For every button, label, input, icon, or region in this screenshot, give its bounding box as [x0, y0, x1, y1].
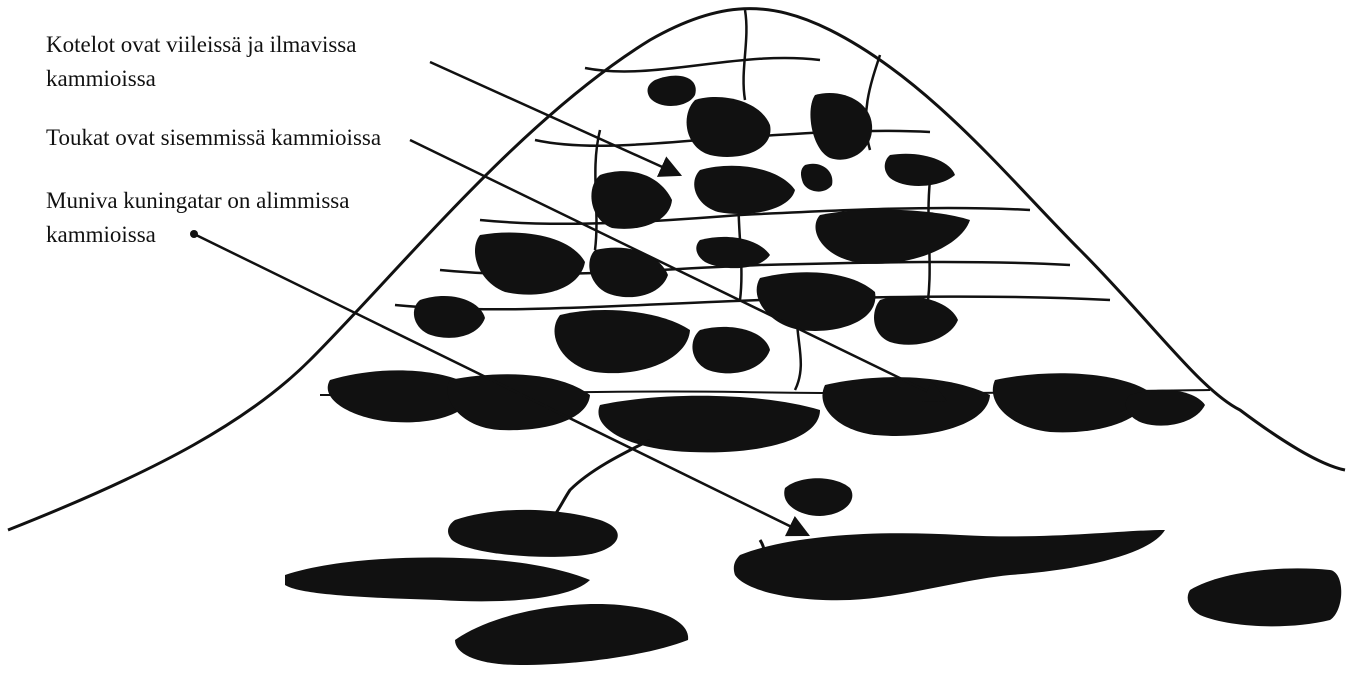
label-queen-line2: kammioissa	[46, 218, 349, 252]
label-larvae-line1: Toukat ovat sisemmissä kammioissa	[46, 121, 381, 155]
underground-chambers	[285, 478, 1341, 665]
pointer-line-pupae	[430, 62, 680, 175]
label-pupae: Kotelot ovat viileissä ja ilmavissa kamm…	[46, 28, 356, 96]
label-queen-line1: Muniva kuningatar on alimmissa	[46, 184, 349, 218]
label-larvae: Toukat ovat sisemmissä kammioissa	[46, 121, 381, 155]
label-queen: Muniva kuningatar on alimmissa kammioiss…	[46, 184, 349, 252]
label-pupae-line2: kammioissa	[46, 62, 356, 96]
label-pupae-line1: Kotelot ovat viileissä ja ilmavissa	[46, 28, 356, 62]
